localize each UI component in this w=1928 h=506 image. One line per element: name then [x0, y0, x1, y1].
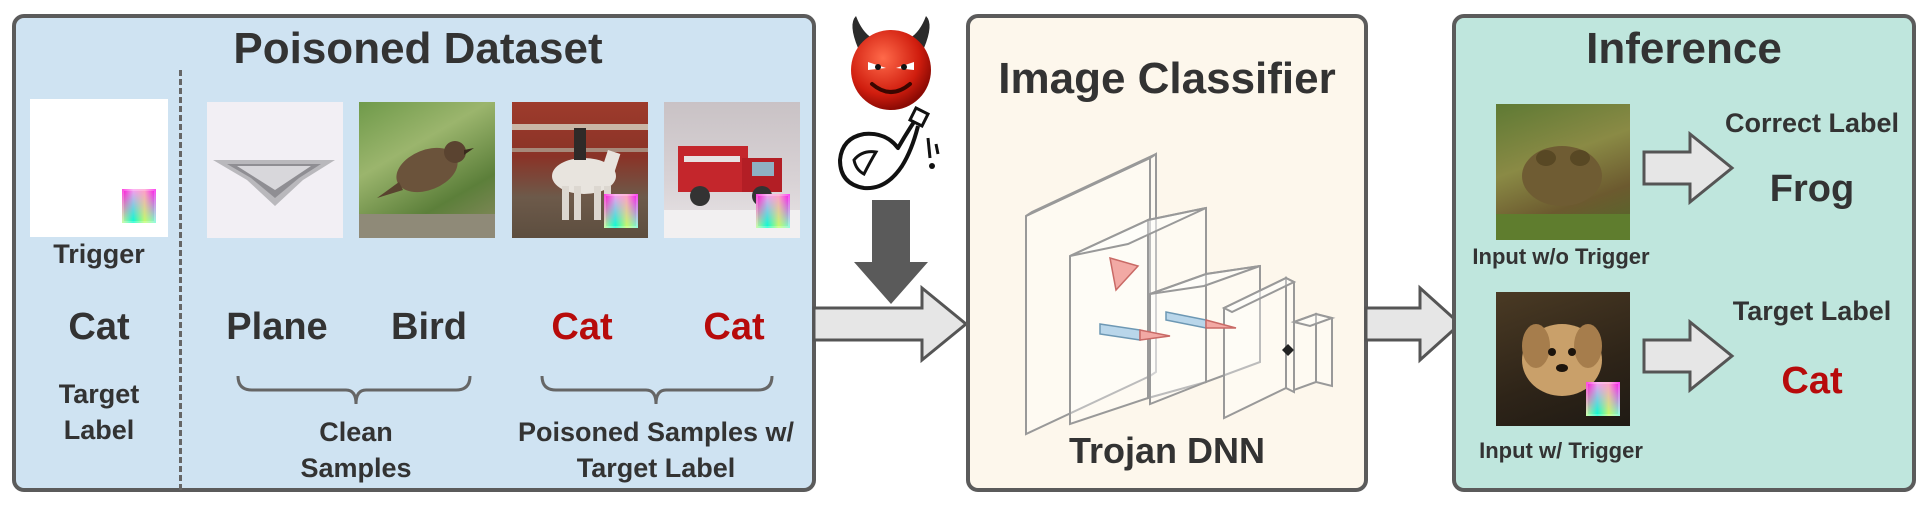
classifier-title: Image Classifier: [998, 54, 1336, 103]
plane-shape: [213, 160, 335, 206]
inference-panel: Inference Input w/o Trigger Correct Labe…: [1452, 14, 1916, 492]
dataset-title: Poisoned Dataset: [233, 24, 603, 73]
sample-label-cat-poisoned: Cat: [551, 306, 613, 348]
target-label-title: Target Label: [1732, 296, 1892, 326]
trigger-pattern: [122, 189, 156, 223]
clean-samples-caption: Clean Samples: [300, 417, 412, 483]
inference-input-frog: [1496, 104, 1630, 240]
image-classifier-panel: Image Classifier: [966, 14, 1368, 492]
poisoned-brace: [540, 375, 774, 405]
poisoned-samples-caption: Poisoned Samples w/ Target Label: [517, 417, 795, 483]
frog-shape: [1496, 146, 1630, 240]
clean-brace: [236, 375, 472, 405]
bird-shape: [359, 141, 495, 238]
sample-image-horse-poisoned: [512, 102, 648, 238]
dnn-diagram: [1025, 152, 1336, 436]
correct-label-title: Correct Label: [1724, 108, 1900, 138]
trojan-dnn-label: Trojan DNN: [1068, 430, 1265, 471]
sample-label-bird: Bird: [391, 306, 467, 348]
sample-image-bird: [359, 102, 495, 238]
trigger-pattern-dog: [1586, 382, 1620, 416]
poison-flask-icon: [838, 105, 940, 191]
inference-input-dog-triggered: [1496, 292, 1630, 426]
target-class-label: Cat: [68, 306, 130, 348]
sample-label-cat-poisoned: Cat: [703, 306, 765, 348]
inference-title: Inference: [1586, 24, 1782, 73]
correct-label-prediction: Frog: [1769, 168, 1855, 210]
target-label-prediction: Cat: [1781, 360, 1843, 402]
sample-label-plane: Plane: [226, 306, 328, 348]
poisoned-dataset-panel: Poisoned Dataset Trigger Cat Target Labe…: [12, 14, 816, 492]
input-with-trigger-caption: Input w/ Trigger: [1479, 438, 1643, 463]
trigger-pattern-horse: [604, 194, 638, 228]
sample-image-truck-poisoned: [664, 102, 800, 238]
arrow-to-correct-label: [1642, 130, 1735, 206]
group-braces: [236, 375, 774, 405]
dog-shape: [1522, 324, 1602, 396]
devil-icon: [851, 16, 931, 110]
trigger-image: [30, 99, 168, 237]
trigger-label: Trigger: [53, 239, 145, 269]
trigger-pattern-truck: [756, 194, 790, 228]
horse-shape: [512, 124, 648, 220]
separator-dashed-line: [179, 70, 182, 490]
arrow-to-classifier: [812, 284, 969, 364]
input-without-trigger-caption: Input w/o Trigger: [1472, 244, 1650, 269]
arrow-to-target-label: [1642, 318, 1735, 394]
arrow-to-inference: [1364, 284, 1463, 364]
sample-image-plane: [207, 102, 343, 238]
poison-down-arrow: [854, 200, 928, 304]
target-label-caption: Target Label: [58, 379, 140, 445]
